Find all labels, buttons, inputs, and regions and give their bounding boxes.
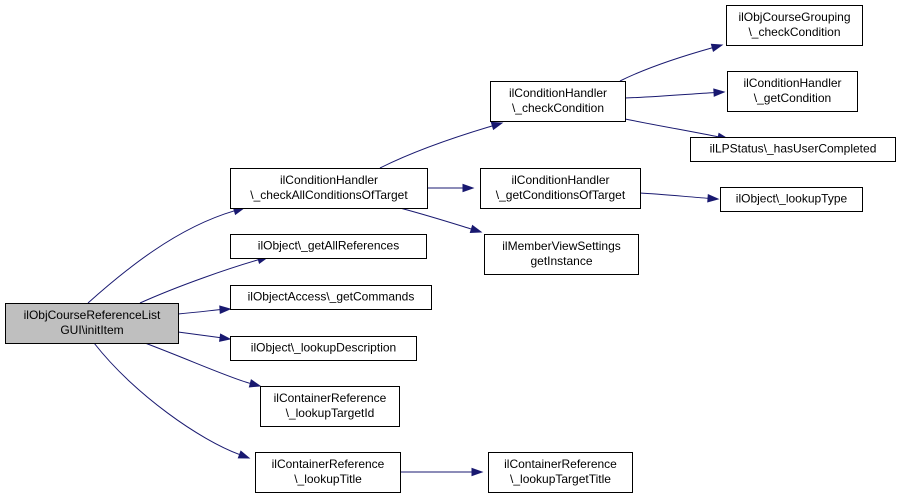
node-box [720,187,863,212]
node-label: ilObject\_lookupDescription [251,341,396,355]
node-box [488,452,633,493]
node-label: ilConditionHandler [509,86,607,100]
arrowhead-icon [490,121,504,131]
node-label: \_checkCondition [512,101,604,115]
node-label: ilLPStatus\_hasUserCompleted [710,142,877,156]
node-label: ilConditionHandler [511,173,609,187]
node-label: ilObject\_getAllReferences [258,239,399,253]
edge-checkcond-to-getcond [624,92,715,99]
node-box [5,303,179,344]
arrowhead-icon [713,88,726,97]
node-box [230,168,428,209]
node-getallrefs[interactable]: ilObject\_getAllReferences [230,234,427,259]
node-checkcond[interactable]: ilConditionHandler\_checkCondition [490,81,626,122]
arrowhead-icon [471,467,484,477]
node-box [255,452,401,493]
arrowhead-icon [248,379,262,388]
edge-getcondsoftarget-to-lookuptype [639,192,709,199]
node-getcondsoftarget[interactable]: ilConditionHandler\_getConditionsOfTarge… [480,168,641,209]
node-label: getInstance [530,254,592,268]
arrowhead-icon [237,450,251,459]
node-lookuptargettitle[interactable]: ilContainerReference\_lookupTargetTitle [488,452,633,493]
node-lookuptitle[interactable]: ilContainerReference\_lookupTitle [255,452,401,493]
node-box [230,285,432,310]
arrowhead-icon [219,305,232,315]
node-label: \_checkAllConditionsOfTarget [250,188,408,202]
node-label: ilContainerReference [504,457,617,471]
edge-root-to-chkall [87,210,235,304]
edge-checkcond-to-hasusercompleted [624,118,719,138]
node-label: ilConditionHandler [743,76,841,90]
node-label: ilConditionHandler [280,173,378,187]
node-label: ilObjectAccess\_getCommands [248,290,415,304]
node-label: ilContainerReference [272,457,385,471]
edge-checkcond-to-grouping [619,47,713,82]
node-box [230,234,427,259]
node-label: ilObjCourseReferenceList [24,308,161,322]
node-box [726,5,863,46]
node-grouping[interactable]: ilObjCourseGrouping\_checkCondition [726,5,863,46]
node-lookuptype[interactable]: ilObject\_lookupType [720,187,863,212]
node-box [690,137,896,162]
node-label: ilMemberViewSettings [502,239,621,253]
node-label: \_checkCondition [748,25,840,39]
edge-chkall-to-checkcond [379,125,493,169]
node-getcond[interactable]: ilConditionHandler\_getCondition [727,71,858,112]
edge-root-to-lookupdesc [177,331,221,339]
edge-root-to-getcommands [177,309,221,315]
arrowhead-icon [219,333,232,342]
node-box [230,336,417,361]
node-label: ilObject\_lookupType [736,192,848,206]
node-box [484,234,639,275]
node-hasusercompleted[interactable]: ilLPStatus\_hasUserCompleted [690,137,896,162]
node-box [490,81,626,122]
edge-root-to-lookuptargetid [144,342,251,384]
node-getcommands[interactable]: ilObjectAccess\_getCommands [230,285,432,310]
arrowhead-icon [469,224,483,234]
arrowhead-icon [462,183,475,193]
node-lookupdesc[interactable]: ilObject\_lookupDescription [230,336,417,361]
node-box [727,71,858,112]
edge-chkall-to-memberview [399,207,472,230]
edge-root-to-getallrefs [139,259,259,304]
node-label: \_lookupTargetTitle [510,472,611,486]
edge-root-to-lookuptitle [93,342,240,456]
node-box [480,168,641,209]
node-lookuptargetid[interactable]: ilContainerReference\_lookupTargetId [260,386,400,427]
node-label: \_getCondition [754,91,831,105]
node-label: ilContainerReference [274,391,387,405]
node-chkall[interactable]: ilConditionHandler\_checkAllConditionsOf… [230,168,428,209]
node-label: \_lookupTitle [294,472,362,486]
node-box [260,386,400,427]
arrowhead-icon [710,43,724,52]
node-label: \_getConditionsOfTarget [496,188,626,202]
node-label: ilObjCourseGrouping [738,10,850,24]
node-label: GUI\initItem [60,323,123,337]
node-label: \_lookupTargetId [286,406,375,420]
arrowhead-icon [707,193,720,203]
